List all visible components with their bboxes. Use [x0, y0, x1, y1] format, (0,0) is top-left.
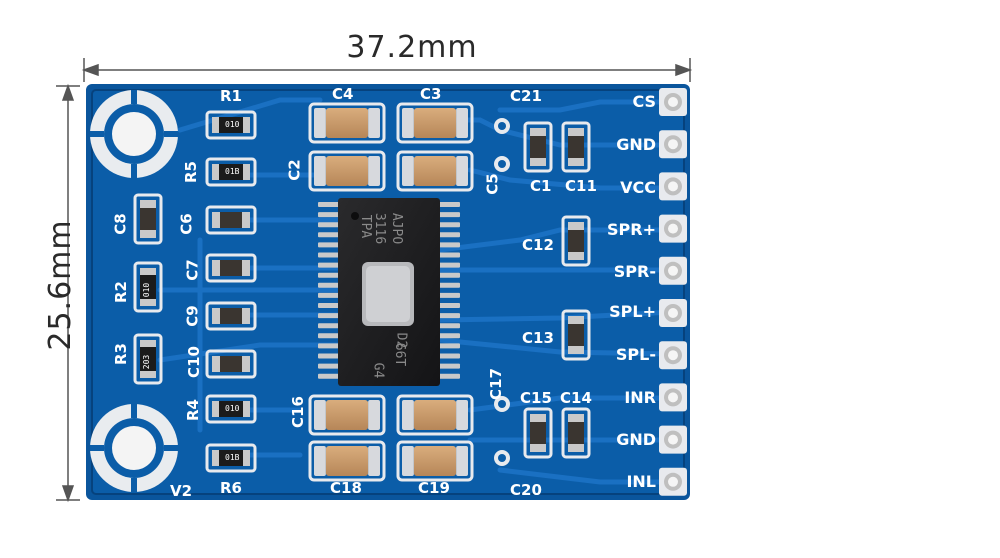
pin-label-spl-plus: SPL+ — [609, 302, 656, 321]
silk-c20: C20 — [510, 481, 542, 499]
silk-c16: C16 — [288, 396, 307, 428]
chip-marking-6: G4 — [370, 362, 386, 379]
r1-code: 010 — [225, 120, 240, 129]
pin-label-spl-minus: SPL- — [615, 345, 656, 364]
silk-r1: R1 — [220, 87, 242, 105]
pin-label-cs: CS — [632, 92, 656, 111]
pin-label-spr-plus: SPR+ — [607, 220, 656, 239]
silk-c3: C3 — [420, 85, 442, 103]
height-dimension-label: 25.6mm — [43, 219, 78, 351]
silk-r6: R6 — [220, 479, 242, 497]
pin-label-gnd-2: GND — [616, 430, 656, 449]
silk-c7: C7 — [183, 259, 202, 281]
silk-r5: R5 — [182, 161, 200, 183]
chip-marking-1: TPA — [358, 214, 374, 239]
mounting-hole-bottom — [90, 404, 178, 492]
mounting-hole-top — [90, 90, 178, 178]
silk-c17: C17 — [486, 368, 505, 400]
silk-c12: C12 — [522, 236, 554, 254]
silk-c15: C15 — [520, 389, 552, 407]
r2-code: 010 — [142, 282, 152, 298]
silk-c8: C8 — [111, 213, 130, 235]
silk-r3: R3 — [112, 343, 130, 365]
silk-c11: C11 — [565, 177, 597, 195]
pin-label-inr: INR — [624, 388, 656, 407]
silk-r2: R2 — [112, 281, 130, 303]
pin-label-vcc: VCC — [620, 178, 656, 197]
silk-r4: R4 — [184, 399, 202, 421]
chip-marking-3: AJPO — [389, 212, 405, 245]
r6-code: 01B — [225, 453, 240, 462]
silk-c9: C9 — [183, 305, 202, 327]
width-dimension-label: 37.2mm — [346, 30, 478, 65]
pin-label-inl: INL — [626, 472, 656, 491]
silk-c13: C13 — [522, 329, 554, 347]
silk-c5: C5 — [483, 173, 502, 195]
silk-c4: C4 — [332, 85, 354, 103]
silk-v2: V2 — [170, 482, 193, 500]
silk-c19: C19 — [418, 479, 450, 497]
pin-label-spr-minus: SPR- — [613, 262, 656, 281]
chip-marking-2: 3116 — [372, 212, 388, 245]
dimension-lines — [56, 58, 693, 503]
silk-c10: C10 — [184, 346, 203, 378]
r3-code: 203 — [142, 354, 152, 370]
amplifier-chip — [318, 198, 460, 386]
chip-marking-5: 66T — [392, 342, 408, 367]
silk-c6: C6 — [177, 213, 196, 235]
pin-label-gnd-1: GND — [616, 135, 656, 154]
silk-c21: C21 — [510, 87, 542, 105]
silk-c14: C14 — [560, 389, 592, 407]
r4-code: 010 — [225, 404, 240, 413]
pin-header — [659, 88, 687, 496]
silk-c2: C2 — [285, 159, 304, 181]
silk-c1: C1 — [530, 177, 552, 195]
silk-c18: C18 — [330, 479, 362, 497]
r5-code: 01B — [225, 167, 240, 176]
